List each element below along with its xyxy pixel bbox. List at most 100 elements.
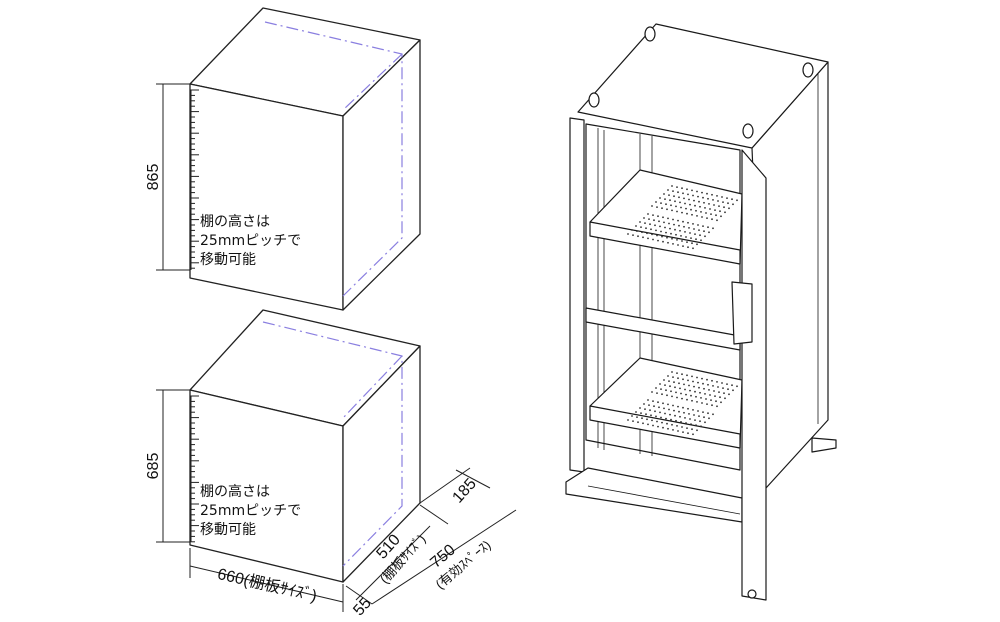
perforation-hole (685, 393, 687, 396)
perforation-hole (701, 191, 703, 194)
perforation-hole (724, 211, 726, 214)
perforation-hole (708, 231, 710, 234)
perforation-hole (705, 398, 707, 400)
perforation-hole (731, 384, 733, 387)
perforation-hole (659, 383, 661, 385)
perforation-hole (716, 381, 718, 383)
perforation-hole (678, 382, 680, 385)
perforation-hole (689, 389, 691, 392)
perforation-hole (639, 221, 641, 223)
perforation-hole (716, 219, 718, 222)
upper-note-line-1: 棚の高さは (200, 213, 270, 230)
perforation-hole (660, 388, 662, 390)
perforation-hole (686, 374, 688, 377)
perforation-hole (717, 386, 719, 388)
perforation-hole (672, 190, 674, 193)
perforation-hole (665, 231, 667, 234)
perforation-hole (724, 397, 726, 400)
perforation-hole (712, 199, 714, 201)
perforation-hole (736, 385, 738, 388)
perforation-hole (672, 243, 674, 245)
perforation-hole (669, 413, 671, 416)
perforation-hole (646, 232, 648, 235)
perforation-hole (659, 411, 661, 414)
perforation-hole (665, 417, 667, 420)
perforation-hole (709, 394, 711, 396)
perforation-hole (676, 239, 678, 241)
perforation-hole (641, 231, 643, 234)
perforation-hole (686, 241, 688, 244)
perforation-hole (668, 380, 670, 382)
perforation-hole (678, 410, 680, 413)
perforation-hole (713, 204, 715, 206)
perforation-hole (683, 197, 685, 200)
lower-box-hidden-edges (262, 321, 403, 567)
perforation-hole (691, 213, 693, 216)
perforation-hole (700, 239, 702, 242)
perforation-hole (661, 393, 663, 396)
rack-cabinet-illustration (565, 23, 837, 601)
perforation-hole (661, 207, 663, 210)
perforation-hole (688, 413, 690, 415)
perforation-hole (652, 214, 654, 217)
perforation-hole (700, 397, 702, 399)
perforation-hole (662, 216, 664, 219)
perforation-hole (677, 405, 679, 408)
perforation-hole (693, 228, 695, 230)
upper-box-front-face (189, 83, 344, 311)
perforation-hole (717, 200, 719, 202)
perforation-hole (674, 200, 676, 203)
perforation-hole (711, 193, 713, 196)
perforation-hole (669, 199, 671, 202)
lower-note-line-2: 25mmピッチで (200, 503, 301, 519)
perforation-hole (703, 230, 705, 233)
perforation-hole (658, 406, 660, 409)
perforation-hole (696, 429, 698, 432)
perforation-hole (682, 220, 684, 223)
perforation-hole (703, 416, 705, 419)
perforation-hole (719, 396, 721, 399)
perforation-hole (727, 388, 729, 391)
perforation-hole (649, 409, 651, 412)
perforation-hole (677, 377, 679, 380)
perforation-hole (696, 376, 698, 379)
perforation-hole (668, 222, 670, 225)
perforation-hole (698, 386, 700, 389)
perforation-hole (692, 223, 694, 225)
perforation-hole (704, 393, 706, 395)
perforation-hole (704, 207, 706, 209)
perforation-hole (699, 205, 701, 208)
perforation-hole (685, 422, 687, 424)
perforation-hole (675, 205, 677, 208)
perforation-hole (695, 238, 697, 241)
perforation-hole (665, 389, 667, 392)
perforation-hole (670, 232, 672, 235)
perforation-hole (668, 408, 670, 411)
perforation-hole (704, 235, 706, 238)
perforation-hole (659, 197, 661, 199)
perforation-hole (715, 214, 717, 217)
perforation-hole (697, 195, 699, 198)
perforation-hole (718, 391, 720, 393)
perforation-hole (692, 433, 694, 436)
perforation-hole (673, 381, 675, 384)
perforation-hole (631, 415, 633, 417)
perforation-hole (670, 390, 672, 393)
perforation-hole (714, 395, 716, 397)
perforation-hole (652, 238, 654, 241)
perforation-hole (655, 229, 657, 232)
perforation-hole (704, 421, 706, 424)
perforation-hole (663, 221, 665, 224)
perforation-hole (651, 391, 653, 393)
perforation-hole (673, 409, 675, 412)
perforation-hole (721, 196, 723, 198)
perforation-hole (631, 229, 633, 231)
perforation-hole (657, 401, 659, 404)
perforation-hole (732, 203, 734, 206)
perforation-hole (662, 402, 664, 405)
perforation-hole (695, 209, 697, 212)
width-dim-line (189, 565, 344, 603)
perforation-hole (657, 425, 659, 428)
shelf-perforation (627, 185, 738, 436)
perforation-hole (680, 421, 682, 423)
